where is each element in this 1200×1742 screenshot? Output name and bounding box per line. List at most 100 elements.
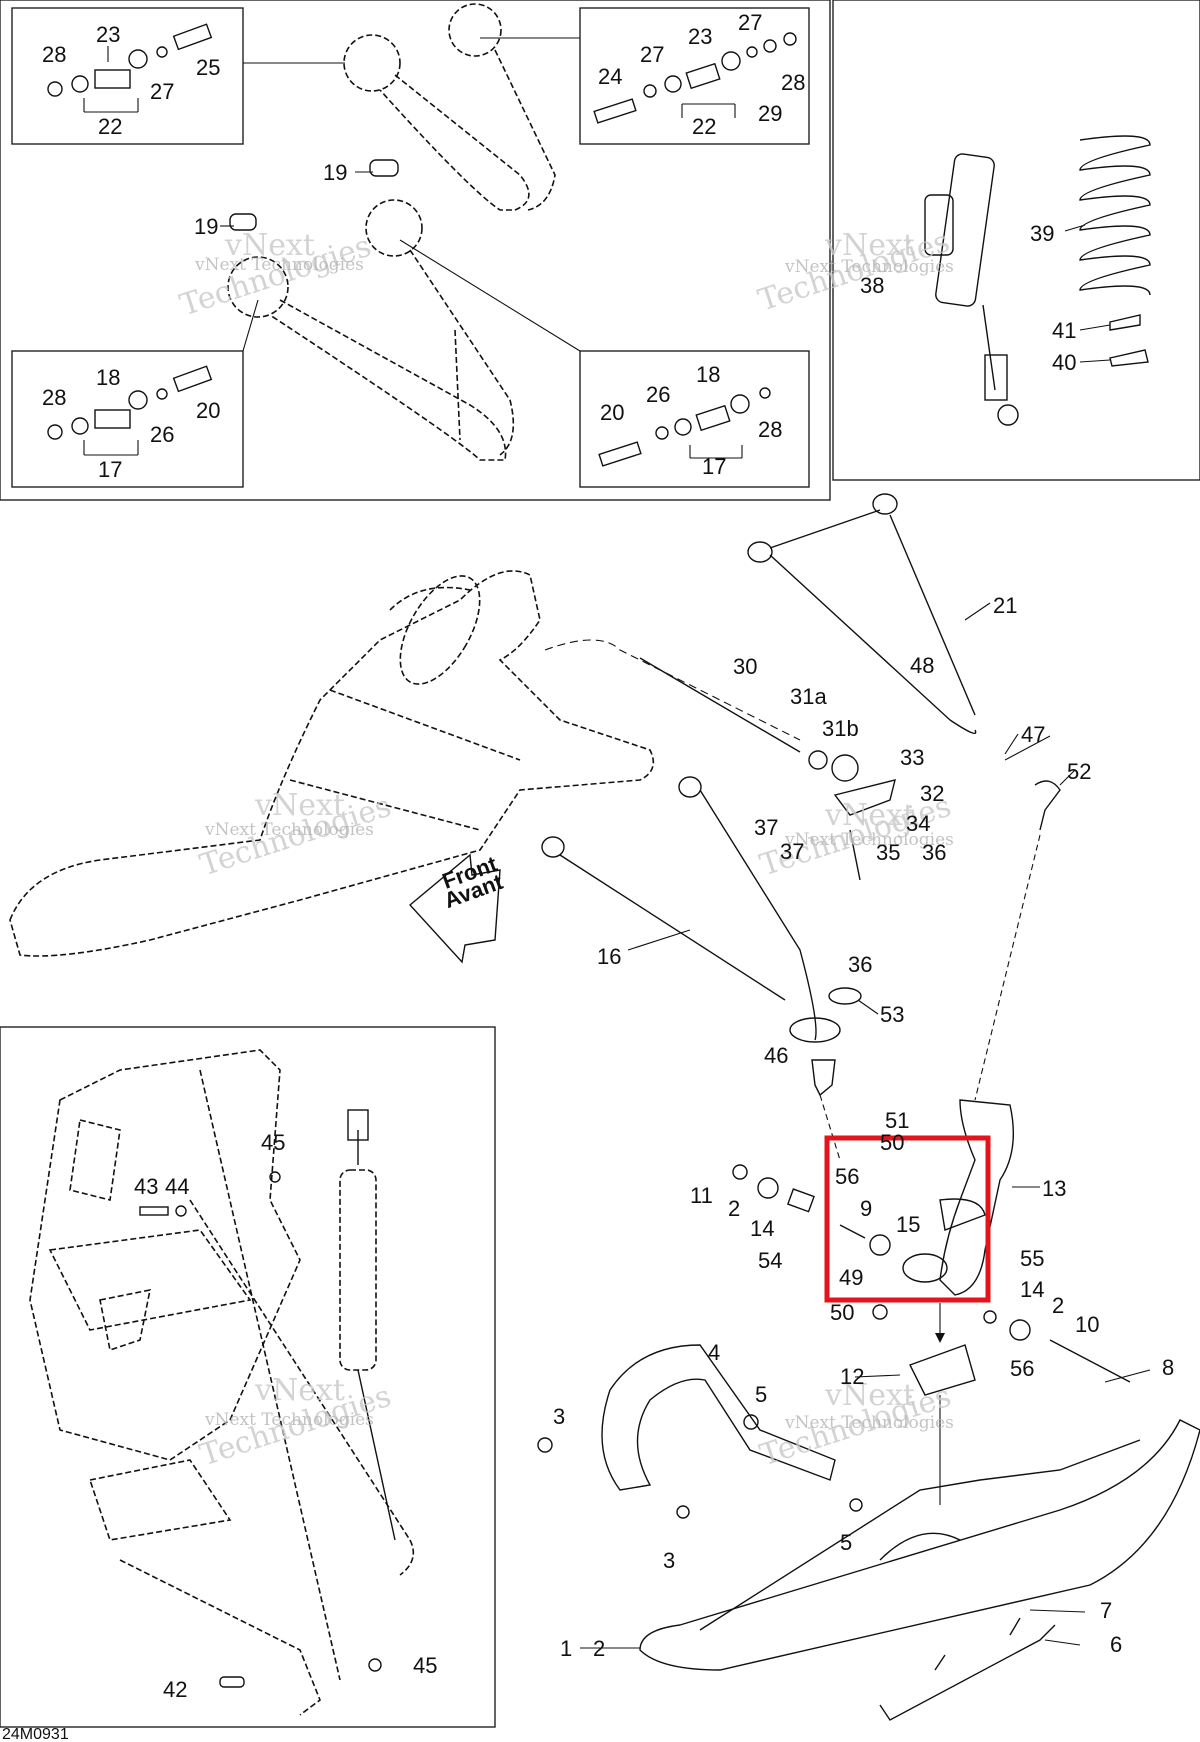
callout-27: 27 [640, 42, 664, 67]
callout-29: 29 [758, 101, 782, 126]
svg-text:vNext: vNext [254, 1373, 345, 1408]
drawing-code: 24M0931 [2, 1726, 69, 1742]
coil-spring-drawing [1079, 135, 1151, 367]
lower-ball-joint [811, 1059, 836, 1097]
steering-arm [833, 779, 896, 816]
callout-3: 3 [553, 1404, 565, 1429]
callout-36: 36 [922, 840, 946, 865]
callout-17: 17 [98, 457, 122, 482]
callout-labels: 28 23 25 27 22 27 23 27 24 28 29 22 19 1… [2, 10, 1174, 1742]
callout-48: 48 [910, 653, 934, 678]
callout-45: 45 [413, 1653, 437, 1678]
ball-joint [1034, 780, 1061, 831]
callout-9: 9 [860, 1196, 872, 1221]
lower-control-arm-drawing [541, 776, 841, 1043]
callout-6: 6 [1110, 1632, 1122, 1657]
bottom-left-detail-frame [0, 1026, 496, 1728]
callout-53: 53 [880, 1002, 904, 1027]
bolt-42 [219, 1676, 245, 1688]
inset-box-upper-left [11, 7, 244, 145]
bolt-43 [139, 1206, 169, 1216]
callout-52: 52 [1067, 759, 1091, 784]
callout-42: 42 [163, 1677, 187, 1702]
callout-40: 40 [1052, 350, 1076, 375]
svg-text:vNext: vNext [824, 1378, 915, 1413]
callout-47: 47 [1021, 722, 1045, 747]
callout-8: 8 [1162, 1355, 1174, 1380]
bushing-clip-left [229, 213, 257, 231]
tie-rod [639, 657, 801, 753]
callout-32: 32 [920, 781, 944, 806]
callout-43: 43 [134, 1174, 158, 1199]
callout-27: 27 [738, 10, 762, 35]
top-left-detail-frame [0, 0, 831, 501]
callout-3: 3 [663, 1548, 675, 1573]
callout-28: 28 [42, 42, 66, 67]
svg-text:vNext: vNext [224, 228, 315, 263]
callout-20: 20 [196, 398, 220, 423]
callout-4: 4 [708, 1340, 720, 1365]
callout-15: 15 [896, 1212, 920, 1237]
svg-text:vNext Technologies: vNext Technologies [204, 1410, 374, 1430]
callout-2: 2 [593, 1636, 605, 1661]
svg-text:vNext: vNext [824, 228, 915, 263]
svg-text:vNext Technologies: vNext Technologies [204, 820, 374, 840]
ski-wear-pad [909, 1344, 976, 1396]
inset-box-upper-right [579, 7, 810, 145]
callout-37: 37 [754, 815, 778, 840]
svg-text:vNext Technologies: vNext Technologies [784, 830, 954, 850]
callout-5: 5 [755, 1382, 767, 1407]
inset-box-lower-right [579, 350, 810, 488]
callout-20: 20 [600, 400, 624, 425]
callout-18: 18 [96, 365, 120, 390]
svg-text:vNext Technologies: vNext Technologies [194, 255, 364, 275]
callout-10: 10 [1075, 1312, 1099, 1337]
callout-17: 17 [702, 454, 726, 479]
callout-14: 14 [750, 1216, 774, 1241]
frame-chassis-drawing [9, 570, 655, 957]
callout-45: 45 [261, 1130, 285, 1155]
callout-11: 11 [690, 1183, 713, 1208]
callout-49: 49 [839, 1265, 863, 1290]
callout-26: 26 [150, 422, 174, 447]
callout-22: 22 [692, 114, 716, 139]
callout-36: 36 [848, 952, 872, 977]
bottom-detail-chassis [29, 1049, 415, 1716]
spindle-drawing [902, 1099, 1015, 1296]
callout-24: 24 [598, 64, 622, 89]
callout-22: 22 [98, 114, 122, 139]
callout-5: 5 [840, 1530, 852, 1555]
callout-39: 39 [1030, 221, 1054, 246]
callout-18: 18 [696, 362, 720, 387]
callout-44: 44 [165, 1174, 189, 1199]
callout-12: 12 [840, 1364, 864, 1389]
inset-box-lower-left [11, 350, 244, 488]
callout-13: 13 [1042, 1176, 1066, 1201]
front-direction-arrow: Front Avant [408, 851, 507, 964]
callout-25: 25 [196, 55, 220, 80]
bottom-detail-shock [339, 1109, 396, 1541]
callout-50: 50 [830, 1300, 854, 1325]
callout-30: 30 [733, 654, 757, 679]
callout-35: 35 [876, 840, 900, 865]
svg-text:vNext: vNext [824, 798, 915, 833]
spindle-right-hardware [872, 1304, 1131, 1383]
callout-54: 54 [758, 1248, 782, 1273]
callout-27: 27 [150, 79, 174, 104]
callout-7: 7 [1100, 1598, 1112, 1623]
ski-handle [601, 1344, 836, 1491]
callout-56: 56 [1010, 1356, 1034, 1381]
callout-28: 28 [781, 70, 805, 95]
callout-23: 23 [96, 22, 120, 47]
svg-text:vNext: vNext [254, 788, 345, 823]
lower-right-hardware [598, 387, 771, 467]
callout-16: 16 [597, 944, 621, 969]
callout-19: 19 [323, 160, 347, 185]
callout-55: 55 [1020, 1246, 1044, 1271]
svg-text:vNext Technologies: vNext Technologies [784, 257, 954, 277]
callout-19: 19 [194, 214, 218, 239]
callout-leaders [83, 46, 1151, 1649]
ski-drawing [639, 1419, 1200, 1671]
callout-28: 28 [42, 385, 66, 410]
callout-2: 2 [728, 1196, 740, 1221]
